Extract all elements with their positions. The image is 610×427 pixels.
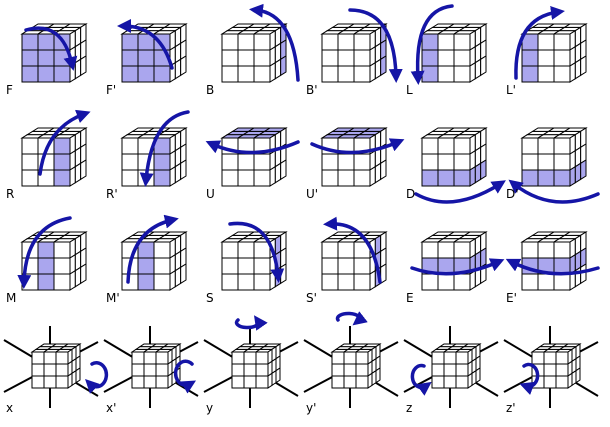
move-Fp: F' bbox=[106, 19, 188, 97]
move-label: R bbox=[6, 187, 14, 201]
move-label: S' bbox=[306, 291, 317, 305]
move-label: U bbox=[206, 187, 215, 201]
turn-arrow-icon bbox=[228, 221, 285, 283]
turn-arrow-icon bbox=[508, 179, 600, 204]
rotation-label: y bbox=[206, 401, 213, 415]
move-label: B' bbox=[306, 83, 318, 97]
move-label: L' bbox=[506, 83, 516, 97]
move-Rp: R' bbox=[106, 110, 190, 201]
turn-arrow-icon bbox=[505, 258, 600, 276]
rotation-arrow-icon bbox=[85, 361, 109, 394]
turn-arrow-icon bbox=[414, 180, 506, 204]
rotation-label: z' bbox=[506, 401, 516, 415]
move-label: F' bbox=[106, 83, 116, 97]
rotation-arrow-icon bbox=[519, 362, 540, 395]
turn-arrow-icon bbox=[205, 140, 300, 155]
move-S: S bbox=[206, 221, 288, 305]
rotation-y: y bbox=[203, 315, 299, 415]
rotation-label: x bbox=[6, 401, 13, 415]
rotation-zp: z' bbox=[503, 326, 599, 415]
rotation-arrow-icon bbox=[173, 359, 197, 394]
move-label: D' bbox=[506, 187, 519, 201]
move-B: B bbox=[206, 3, 300, 97]
move-label: L bbox=[406, 83, 413, 97]
turn-arrow-icon bbox=[38, 109, 91, 176]
move-U: U bbox=[205, 127, 300, 201]
rotation-x: x bbox=[3, 326, 109, 415]
move-M: M bbox=[6, 216, 88, 305]
turn-arrow-icon bbox=[139, 110, 190, 187]
rotation-label: x' bbox=[106, 401, 116, 415]
move-label: S bbox=[206, 291, 214, 305]
move-label: E bbox=[406, 291, 414, 305]
move-F: F bbox=[6, 23, 88, 97]
move-Ep: E' bbox=[505, 231, 600, 305]
rotation-arrow-icon bbox=[234, 315, 268, 331]
rotation-yp: y' bbox=[303, 311, 399, 415]
turn-arrow-icon bbox=[249, 3, 300, 82]
move-label: D bbox=[406, 187, 415, 201]
move-Up: U' bbox=[306, 127, 405, 201]
move-Lp: L' bbox=[506, 6, 588, 97]
move-Dp: D' bbox=[506, 127, 600, 204]
move-L: L bbox=[406, 4, 488, 97]
move-label: M bbox=[6, 291, 16, 305]
move-label: R' bbox=[106, 187, 118, 201]
turn-arrow-icon bbox=[323, 216, 382, 284]
turn-arrow-icon bbox=[126, 214, 179, 284]
move-label: F bbox=[6, 83, 13, 97]
rotation-label: y' bbox=[306, 401, 316, 415]
turn-arrow-icon bbox=[310, 138, 405, 155]
move-D: D bbox=[406, 127, 506, 204]
move-R: R bbox=[6, 109, 91, 201]
move-Mp: M' bbox=[106, 214, 188, 305]
move-label: B bbox=[206, 83, 214, 97]
move-label: U' bbox=[306, 187, 318, 201]
move-Sp: S' bbox=[306, 216, 388, 305]
turn-arrow-icon bbox=[17, 216, 72, 289]
turn-arrow-icon bbox=[24, 26, 78, 71]
rotation-arrow-icon bbox=[335, 311, 368, 326]
rotation-label: z bbox=[406, 401, 412, 415]
turn-arrow-icon bbox=[514, 6, 565, 80]
turn-arrow-icon bbox=[117, 19, 174, 70]
turn-arrow-icon bbox=[410, 258, 505, 276]
rotation-arrow-icon bbox=[410, 363, 432, 396]
turn-arrow-icon bbox=[348, 8, 403, 83]
move-label: M' bbox=[106, 291, 120, 305]
turn-arrow-icon bbox=[410, 4, 454, 85]
move-E: E bbox=[406, 231, 505, 305]
move-label: E' bbox=[506, 291, 517, 305]
move-Bp: B' bbox=[306, 8, 403, 97]
rotation-z: z bbox=[403, 326, 499, 415]
rotation-xp: x' bbox=[103, 326, 199, 415]
